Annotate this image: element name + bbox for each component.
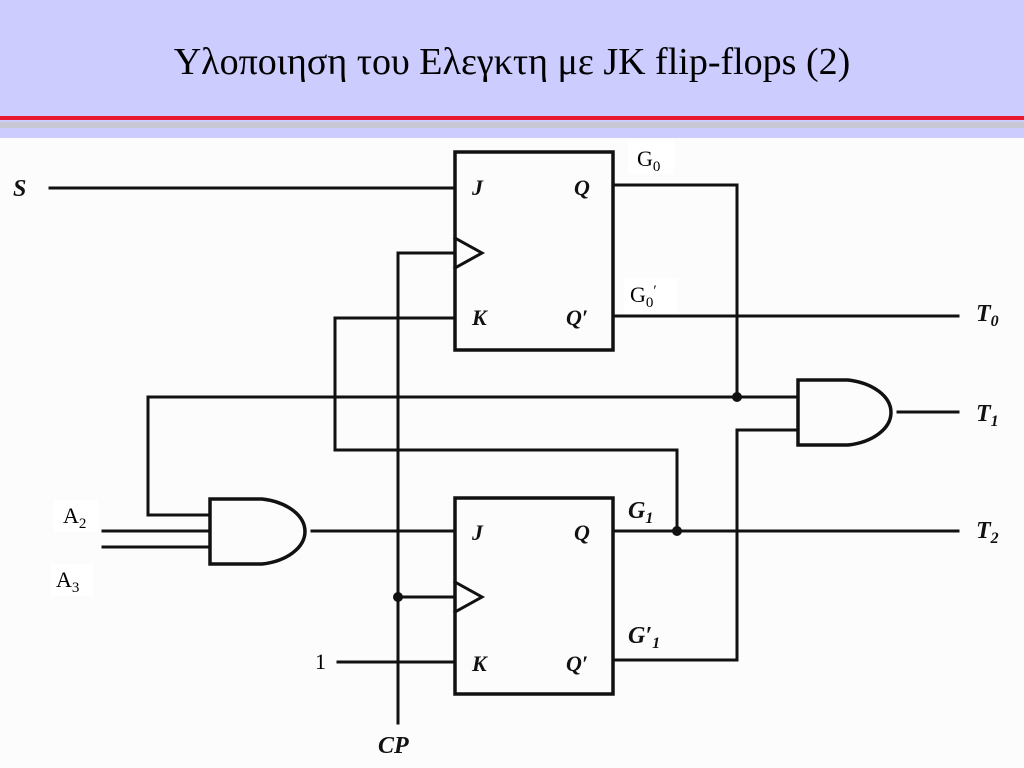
pin-qbar-top: Q′ (566, 305, 588, 330)
output-g0bar-label: G0′ (630, 282, 657, 311)
pin-k-top: K (471, 305, 488, 330)
pin-q-top: Q (574, 175, 590, 200)
input-s-label: S (13, 176, 26, 202)
pin-qbar-bottom: Q′ (566, 651, 588, 676)
output-g1bar-label: G′1 (628, 623, 660, 652)
title-rule-grey (0, 122, 1024, 128)
wire-cp (396, 251, 457, 725)
slide-title: Υλοποιηση του Ελεγκτη με JK flip-flops (… (173, 41, 851, 83)
input-cp-label: CP (378, 733, 409, 759)
input-constant-one: 1 (315, 649, 326, 674)
circuit-diagram: J Q K Q′ J Q K Q′ S A2 A3 1 CP (13, 140, 999, 759)
a3-label-bg (50, 564, 94, 596)
title-rule-red (0, 116, 1024, 120)
output-t0-label: T0 (976, 301, 999, 330)
wire-and-top-feedback (146, 395, 739, 517)
clock-triangle-top (452, 235, 486, 271)
output-t2-label: T2 (976, 518, 999, 547)
wire-g0 (613, 183, 802, 399)
pin-k-bottom: K (471, 651, 488, 676)
wires (48, 183, 960, 725)
and-gate-a2a3 (208, 497, 307, 566)
output-g0-label: G0 (637, 146, 660, 175)
junction-cp (393, 592, 403, 602)
output-t1-label: T1 (976, 401, 999, 430)
jk-flipflop-top: J Q K Q′ (452, 150, 615, 352)
output-g1-label: G1 (628, 498, 653, 527)
pin-j-bottom: J (471, 520, 484, 545)
wire-g1bar (613, 428, 802, 662)
circuit-diagram-area: J Q K Q′ J Q K Q′ S A2 A3 1 CP (0, 138, 1024, 768)
g0-label-bg (628, 140, 674, 174)
junction-g1 (672, 526, 682, 536)
junction-g0 (732, 392, 742, 402)
and-gate-t1 (796, 378, 893, 447)
pin-j-top: J (471, 175, 484, 200)
jk-flipflop-bottom: J Q K Q′ (452, 496, 615, 696)
input-a3-label: A3 (56, 567, 79, 596)
a2-label-bg (54, 500, 98, 532)
input-a2-label: A2 (63, 503, 86, 532)
clock-triangle-bottom (452, 579, 486, 615)
pin-q-bottom: Q (574, 520, 590, 545)
wire-k-top (333, 316, 679, 533)
title-bar: Υλοποιηση του Ελεγκτη με JK flip-flops (… (0, 0, 1024, 116)
g0bar-label-bg (624, 278, 678, 314)
